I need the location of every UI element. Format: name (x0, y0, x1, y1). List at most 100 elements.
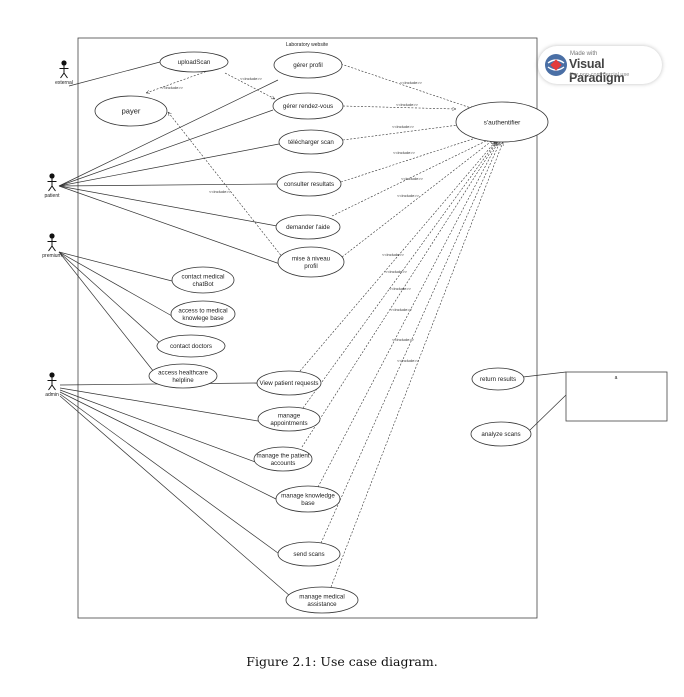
association-line-admin-15 (59, 393, 283, 557)
watermark-made-with: Made with (570, 51, 598, 57)
associations (58, 61, 567, 597)
include-arrow-10 (302, 142, 496, 409)
include-label-3: <<include>> (396, 102, 419, 107)
include-arrow-2 (340, 63, 474, 109)
usecase-ellipse (170, 300, 236, 328)
system-boundary (77, 37, 538, 619)
actor-patient: patient (44, 173, 60, 199)
actor-head-icon (49, 173, 55, 179)
include-label-11: <<include>> (389, 286, 412, 291)
usecase-gererRdv: gérer rendez-vous (272, 92, 344, 120)
usecase-label: send scans (293, 551, 324, 558)
usecase-label: manage medical (299, 593, 344, 600)
association-line-premium-10 (58, 251, 155, 373)
usecase-demanderAide: demander l'aide (275, 214, 341, 240)
include-label-4: <<include>> (392, 124, 415, 129)
usecase-sendScans: send scans (277, 541, 341, 567)
usecase-label: payer (122, 107, 141, 116)
association-line-admin-12 (59, 387, 259, 422)
actor-head-icon (61, 60, 67, 66)
usecase-ellipse (253, 446, 313, 472)
association-line-patient-2 (58, 109, 274, 187)
association-line-ext-18 (529, 394, 567, 431)
usecase-payer: payer (94, 95, 168, 127)
usecase-telechargerScan: télécharger scan (278, 129, 344, 155)
visual-paradigm-watermark: Made with Visual Paradigm For non-commer… (538, 46, 662, 85)
usecase-ellipse (455, 101, 549, 143)
association-line-patient-4 (58, 183, 278, 187)
usecase-ellipse (278, 129, 344, 155)
include-label-5: <<include>> (393, 150, 416, 155)
usecase-ellipse (94, 95, 168, 127)
include-label-2: <<include>> (400, 80, 423, 85)
usecase-sauthentifier: s'authentifier (455, 101, 549, 143)
visual-paradigm-logo-icon (545, 54, 567, 76)
include-relations: <<include>> <<include>> <<include>> <<inclu… (146, 63, 503, 588)
actor-label: patient (44, 193, 60, 199)
actor-label: admin (45, 392, 59, 398)
usecase-returnResults: return results (471, 367, 525, 391)
actor-label: premium (42, 253, 61, 259)
usecase-label: return results (480, 376, 516, 383)
association-line-patient-6 (58, 185, 281, 265)
usecase-gererProfil: gérer profil (273, 51, 343, 79)
include-label-9: <<include>> (382, 252, 405, 257)
usecase-contactDoctors: contact doctors (156, 334, 226, 358)
association-line-premium-7 (58, 251, 173, 282)
usecase-label: View patient requests (259, 380, 318, 387)
usecase-label: consulter resultats (284, 181, 334, 188)
usecase-label: gérer rendez-vous (283, 103, 333, 110)
usecase-label: base (301, 500, 315, 507)
external-system-box (565, 371, 668, 422)
usecase-label: uploadScan (178, 59, 211, 66)
include-label-14: <<include>> (397, 358, 420, 363)
usecase-label: manage the patient (257, 452, 310, 459)
usecase-label: analyze scans (481, 431, 520, 438)
include-label-13: <<include>> (392, 337, 415, 342)
usecase-label: manage knowledge (281, 492, 335, 499)
association-line-admin-13 (59, 389, 259, 464)
usecase-label: access healthcare (158, 369, 208, 376)
usecase-label: helpline (172, 377, 194, 384)
usecase-label: appointments (270, 420, 307, 427)
usecase-label: demander l'aide (286, 224, 330, 231)
include-label-0: <<include>> (161, 85, 184, 90)
usecase-viewRequests: View patient requests (256, 370, 322, 396)
usecase-ellipse (470, 421, 532, 447)
actor-label: external (55, 80, 73, 86)
usecase-label: assistance (307, 601, 337, 608)
association-line-admin-14 (59, 391, 281, 502)
include-arrow-6 (331, 138, 490, 217)
usecase-ellipse (275, 485, 341, 513)
use-cases: uploadScan payer gérer profil gérer rendez-… (94, 51, 549, 614)
external-system-label: a (615, 375, 618, 381)
actor-admin: admin (45, 372, 59, 398)
usecase-ellipse (276, 171, 342, 197)
usecase-ellipse (277, 541, 341, 567)
include-arrow-11 (301, 142, 497, 448)
usecase-ellipse (159, 51, 229, 73)
include-arrow-14 (330, 142, 503, 588)
association-line-patient-3 (58, 143, 280, 187)
actor-premium: premium (42, 233, 62, 259)
watermark-note: For non-commercial use (570, 72, 630, 78)
include-arrow-7 (341, 140, 493, 258)
usecase-label: gérer profil (293, 62, 323, 69)
include-label-12: <<include>> (390, 307, 413, 312)
actor-body-icon (59, 65, 69, 79)
usecase-ellipse (277, 246, 345, 278)
figure-caption: Figure 2.1: Use case diagram. (246, 654, 438, 669)
usecase-ellipse (273, 51, 343, 79)
actor-head-icon (49, 233, 55, 239)
association-line-patient-5 (58, 185, 278, 227)
usecase-label: s'authentifier (484, 119, 521, 126)
include-label-6: <<include>> (401, 176, 424, 181)
usecase-label: télécharger scan (288, 139, 334, 146)
usecase-label: accounts (271, 460, 296, 467)
usecase-consulterResultats: consulter resultats (276, 171, 342, 197)
